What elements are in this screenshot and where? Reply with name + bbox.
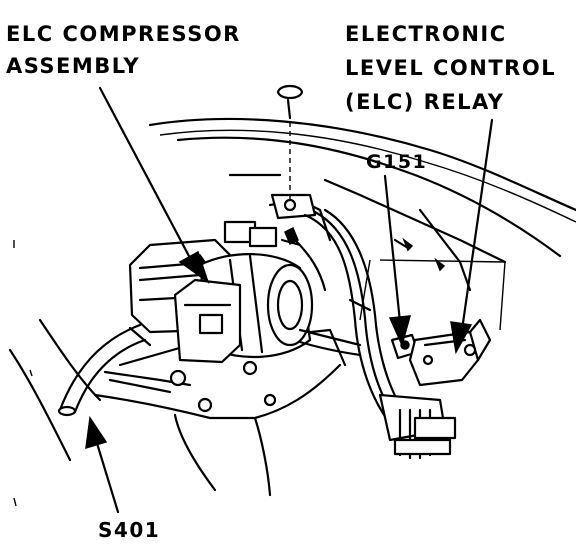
elc-relay (408, 318, 492, 387)
fastener-screw (276, 84, 304, 200)
edge-marks (13, 240, 33, 507)
mounting-bracket (8, 318, 347, 497)
label-compressor-line1: ELC COMPRESSOR (6, 22, 241, 46)
elc-compressor (128, 220, 314, 387)
wiring-harness (298, 208, 457, 460)
label-relay-line2: LEVEL CONTROL (345, 56, 557, 80)
label-relay-line3: (ELC) RELAY (345, 90, 505, 114)
body-panel (148, 117, 576, 331)
label-compressor-line2: ASSEMBLY (6, 54, 141, 78)
arrow-s401 (85, 415, 120, 514)
air-lines (268, 193, 332, 292)
arrow-relay (450, 118, 494, 355)
harness-s401 (57, 323, 152, 417)
arrow-compressor (98, 86, 210, 284)
label-ground-g151: G151 (366, 151, 428, 173)
arrow-g151 (383, 174, 412, 348)
label-relay-line1: ELECTRONIC (345, 22, 507, 46)
label-splice-s401: S401 (98, 518, 161, 542)
